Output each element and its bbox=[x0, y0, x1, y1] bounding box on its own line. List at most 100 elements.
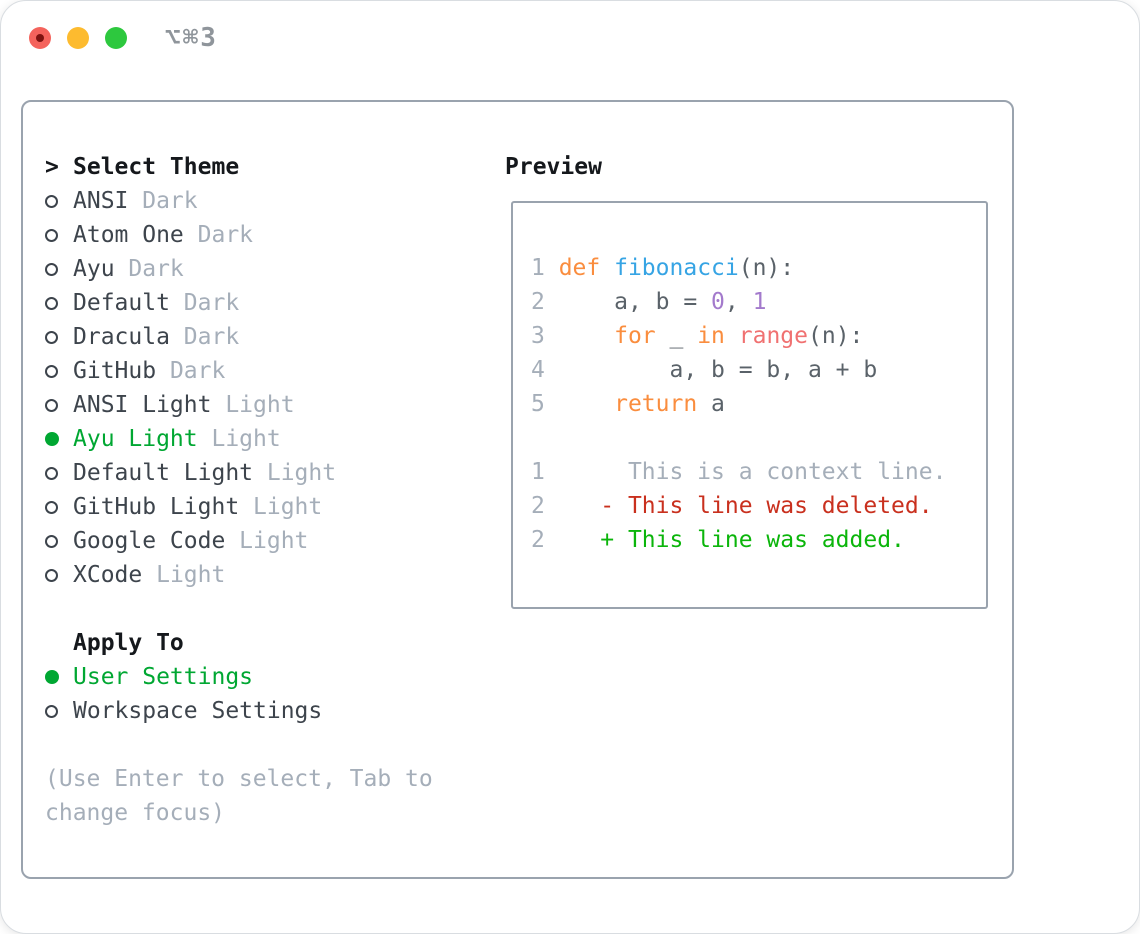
theme-option[interactable]: Atom One Dark bbox=[45, 218, 433, 252]
radio-icon bbox=[45, 399, 58, 412]
radio-selected-icon bbox=[45, 670, 59, 684]
radio-icon bbox=[45, 229, 58, 242]
radio-selected-icon bbox=[45, 432, 59, 446]
option-label: Atom One bbox=[73, 222, 184, 248]
option-variant-badge: Dark bbox=[169, 358, 226, 384]
theme-option[interactable]: ANSI Dark bbox=[45, 184, 433, 218]
code-token bbox=[559, 391, 614, 417]
line-number: 2 bbox=[531, 493, 559, 519]
option-label: User Settings bbox=[73, 664, 254, 690]
option-label: GitHub bbox=[73, 358, 157, 384]
option-variant-badge: Light bbox=[239, 528, 309, 554]
theme-option[interactable]: ANSI Light Light bbox=[45, 388, 433, 422]
diff-added-line: 2 + This line was added. bbox=[531, 523, 986, 557]
theme-option[interactable]: Default Light Light bbox=[45, 456, 433, 490]
theme-list-header-row: > Select Theme bbox=[45, 150, 433, 184]
apply-to-header: Apply To bbox=[73, 630, 184, 656]
close-button[interactable] bbox=[29, 27, 51, 49]
line-number: 3 bbox=[531, 323, 559, 349]
line-number: 2 bbox=[531, 527, 559, 553]
help-text-line: (Use Enter to select, Tab to bbox=[45, 766, 433, 792]
option-label: Workspace Settings bbox=[73, 698, 323, 724]
code-token: 1 bbox=[752, 289, 767, 315]
option-label: Default bbox=[73, 290, 170, 316]
code-token: This is a context line. bbox=[558, 459, 947, 485]
code-token: for bbox=[614, 323, 656, 349]
apply-option[interactable]: Workspace Settings bbox=[45, 694, 433, 728]
code-token bbox=[725, 323, 739, 349]
code-token: _ bbox=[655, 323, 698, 349]
theme-option[interactable]: GitHub Light Light bbox=[45, 490, 433, 524]
code-token: (n): bbox=[738, 255, 795, 281]
code-token bbox=[559, 323, 614, 349]
option-variant-badge: Light bbox=[253, 494, 323, 520]
code-token: + This line was added. bbox=[558, 527, 905, 553]
radio-icon bbox=[45, 467, 58, 480]
option-label: Default Light bbox=[73, 460, 254, 486]
radio-icon bbox=[45, 501, 58, 514]
radio-icon bbox=[45, 705, 58, 718]
prompt-icon: > bbox=[45, 154, 59, 180]
option-label: XCode bbox=[73, 562, 143, 588]
code-token: - This line was deleted. bbox=[558, 493, 933, 519]
code-token: 0 bbox=[711, 289, 725, 315]
radio-icon bbox=[45, 365, 58, 378]
theme-option[interactable]: XCode Light bbox=[45, 558, 433, 592]
option-variant-badge: Dark bbox=[128, 256, 184, 282]
code-token: , bbox=[724, 289, 753, 315]
diff-deleted-line: 2 - This line was deleted. bbox=[531, 489, 986, 523]
option-label: ANSI bbox=[73, 188, 129, 214]
code-token bbox=[600, 255, 614, 281]
theme-list-header: Select Theme bbox=[73, 154, 240, 180]
theme-option[interactable]: Ayu Light Light bbox=[45, 422, 433, 456]
option-variant-badge: Light bbox=[225, 392, 295, 418]
option-variant-badge: Light bbox=[266, 460, 337, 486]
apply-option[interactable]: User Settings bbox=[45, 660, 433, 694]
line-number: 1 bbox=[531, 459, 559, 485]
option-variant-badge: Light bbox=[156, 562, 226, 588]
code-token: a, b = bbox=[558, 289, 712, 315]
code-token: in bbox=[697, 323, 725, 349]
code-line: 4 a, b = b, a + b bbox=[531, 353, 986, 387]
option-label: Dracula bbox=[73, 324, 170, 350]
minimize-button[interactable] bbox=[67, 27, 89, 49]
option-variant-badge: Dark bbox=[197, 222, 254, 248]
code-token: fibonacci bbox=[614, 255, 739, 281]
option-label: Google Code bbox=[73, 528, 226, 554]
option-label: Ayu Light bbox=[73, 426, 198, 452]
radio-icon bbox=[45, 195, 58, 208]
code-token: return bbox=[614, 391, 698, 417]
code-line: 2 a, b = 0, 1 bbox=[531, 285, 986, 319]
preview-header: Preview bbox=[505, 154, 602, 180]
radio-icon bbox=[45, 569, 58, 582]
option-label: ANSI Light bbox=[73, 392, 212, 418]
radio-icon bbox=[45, 331, 58, 344]
theme-option[interactable]: Google Code Light bbox=[45, 524, 433, 558]
blank-line bbox=[531, 421, 986, 455]
zoom-button[interactable] bbox=[105, 27, 127, 49]
option-variant-badge: Dark bbox=[142, 188, 198, 214]
option-label: GitHub Light bbox=[73, 494, 240, 520]
code-line: 3 for _ in range(n): bbox=[531, 319, 986, 353]
radio-icon bbox=[45, 297, 58, 310]
code-token: range bbox=[738, 323, 808, 349]
help-text-line: change focus) bbox=[45, 800, 226, 826]
code-token: def bbox=[558, 255, 601, 281]
diff-context-line: 1 This is a context line. bbox=[531, 455, 986, 489]
line-number: 5 bbox=[531, 391, 559, 417]
line-number: 2 bbox=[531, 289, 559, 315]
theme-option[interactable]: GitHub Dark bbox=[45, 354, 433, 388]
code-token: a bbox=[697, 391, 725, 417]
option-variant-badge: Light bbox=[211, 426, 281, 452]
help-text: (Use Enter to select, Tab to change focus… bbox=[45, 762, 433, 830]
